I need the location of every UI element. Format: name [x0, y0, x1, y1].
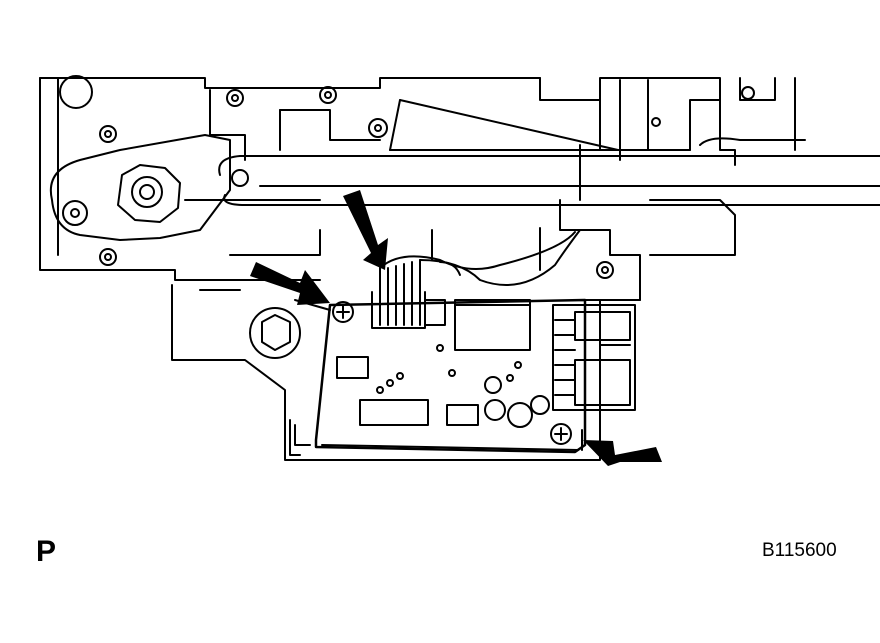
arrow-left-screw — [250, 262, 330, 305]
lever-plate — [49, 134, 321, 241]
hex-bolt — [117, 164, 181, 223]
housing-screws — [59, 75, 755, 279]
view-label: P — [36, 535, 57, 568]
housing-outline — [39, 77, 806, 301]
long-rod — [218, 99, 880, 206]
board-frame — [289, 419, 583, 456]
arrow-connector — [343, 190, 388, 270]
circuit-board — [314, 229, 636, 454]
figure-code: B115600 — [762, 540, 837, 561]
arrow-right-screw — [583, 440, 662, 466]
lower-bracket — [171, 284, 601, 461]
